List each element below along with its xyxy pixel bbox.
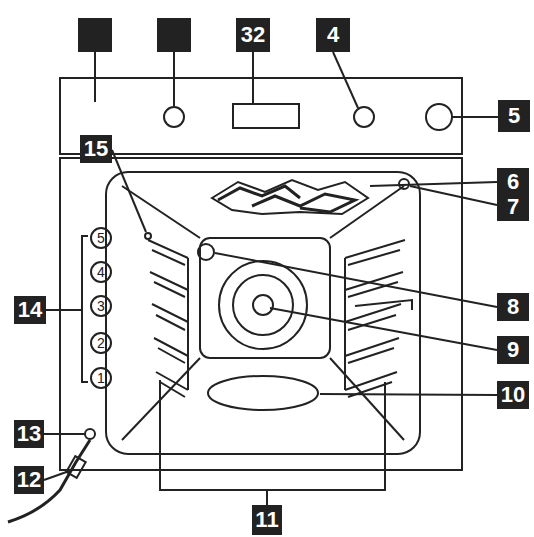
callout-number: 14: [14, 296, 46, 324]
callout-number: 7: [497, 193, 529, 221]
callout-number: 11: [252, 505, 282, 535]
callout-number: 13: [14, 420, 44, 448]
callout-number: 4: [316, 18, 350, 52]
callout-number: 10: [497, 381, 529, 409]
callout-number: 32: [236, 18, 270, 52]
callout-number: 6: [497, 168, 529, 196]
shelf-level-number: 1: [91, 368, 111, 388]
callout-number: 12: [14, 466, 44, 494]
shelf-level-number: 3: [91, 296, 111, 316]
callout-number: 5: [498, 100, 530, 132]
shelf-level-number: 4: [91, 262, 111, 282]
shelf-level-number: 2: [91, 333, 111, 353]
shelf-level-number: 5: [91, 228, 111, 248]
callout-number: 8: [497, 293, 529, 321]
callout-number: 9: [497, 336, 529, 364]
callout-number: 15: [80, 135, 112, 163]
